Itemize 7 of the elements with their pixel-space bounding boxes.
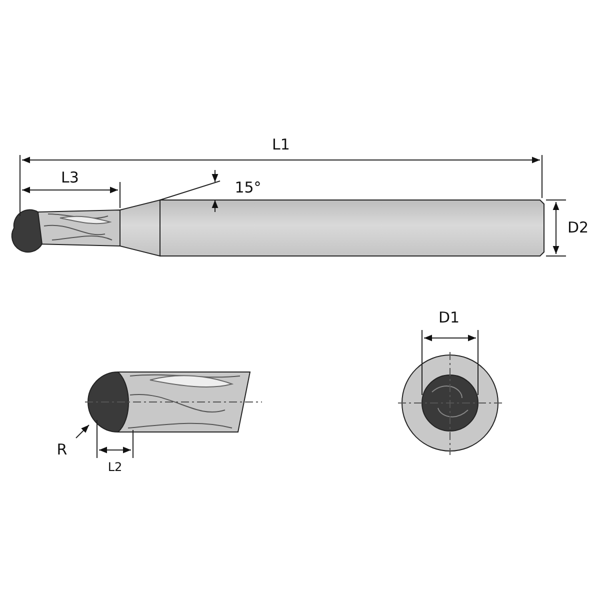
dimension-label: D2 [567, 220, 589, 236]
dimension-label: 15° [234, 180, 262, 196]
dimension-label: L2 [108, 461, 122, 473]
dimension-label: L3 [61, 170, 79, 186]
dimension-label: D1 [438, 310, 460, 326]
dimension-label: L1 [272, 138, 290, 152]
dimension-label: R [56, 442, 68, 458]
